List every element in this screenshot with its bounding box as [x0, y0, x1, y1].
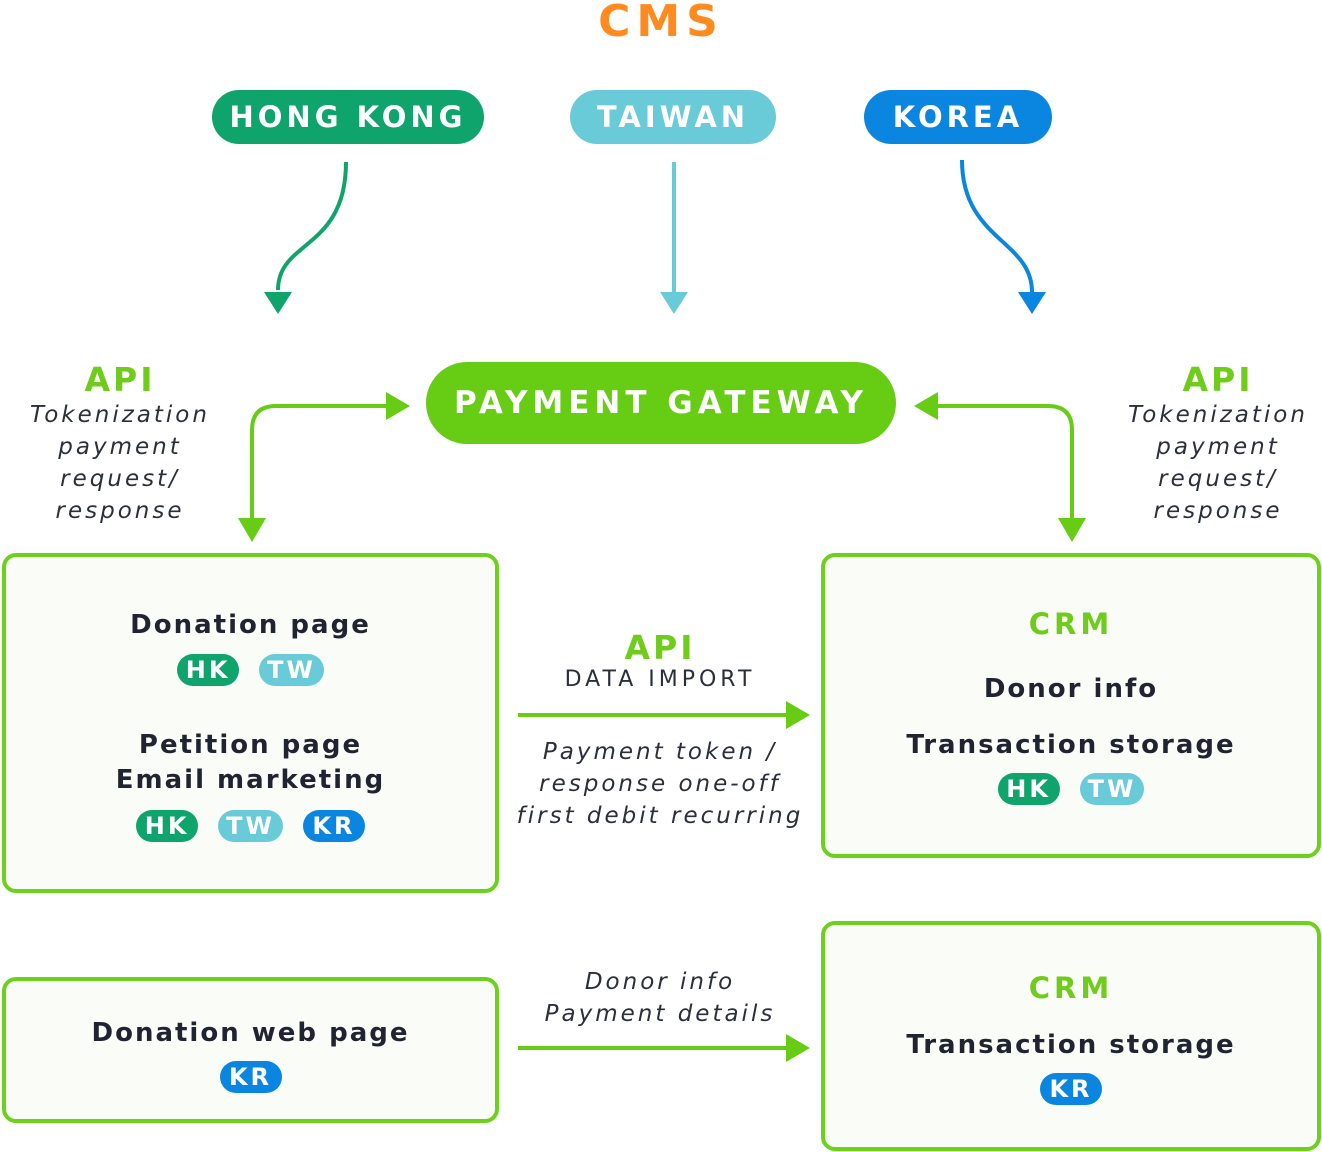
tag-tw: TW	[1079, 773, 1145, 805]
data-import-api-label: API	[624, 628, 696, 667]
donation-page-label: Donation page	[130, 610, 371, 640]
data-import-label-block: API DATA IMPORT	[500, 628, 820, 692]
crm-kr-title: CRM	[1028, 971, 1114, 1005]
tag-kr: KR	[1040, 1073, 1102, 1105]
donor-info-link-line: Payment details	[544, 1001, 776, 1027]
tag-hk: HK	[997, 773, 1060, 805]
arrow-korea	[960, 159, 1046, 314]
api-right-label: API	[1182, 360, 1254, 399]
cms-title: CMS	[598, 0, 724, 47]
crm-kr-tags: KR	[825, 1073, 1317, 1105]
data-import-desc-line: Payment token /	[542, 739, 778, 765]
donation-web-page-box: Donation web page KR	[2, 977, 499, 1123]
arrow-taiwan	[660, 162, 688, 314]
api-left-label: API	[84, 360, 156, 399]
tag-kr: KR	[302, 810, 365, 842]
api-left-desc-line: payment	[58, 434, 182, 460]
region-korea: KOREA	[864, 90, 1052, 144]
api-left-description: Tokenization payment request/ response	[10, 399, 230, 527]
donation-web-page-label: Donation web page	[91, 1018, 410, 1048]
data-import-description: Payment token / response one-off first d…	[490, 736, 830, 832]
email-marketing-label: Email marketing	[115, 765, 386, 795]
arrow-gateway-right	[914, 392, 1086, 542]
channel-pages-box: Donation page HK TW Petition page Email …	[2, 553, 499, 893]
crm-kr-box: CRM Transaction storage KR	[821, 921, 1321, 1151]
api-right-desc-line: request/	[1158, 466, 1278, 492]
transaction-storage-label: Transaction storage	[906, 730, 1236, 760]
arrow-gateway-left	[238, 392, 410, 542]
region-hong-kong: HONG KONG	[212, 90, 484, 144]
tag-hk: HK	[177, 654, 240, 686]
data-import-desc-line: first debit recurring	[516, 803, 804, 829]
donor-info-label: Donor info	[983, 674, 1159, 704]
tag-tw: TW	[218, 810, 283, 842]
donation-page-tags: HK TW	[6, 654, 495, 686]
region-taiwan: TAIWAN	[570, 90, 776, 144]
api-left-block: API Tokenization payment request/ respon…	[10, 360, 230, 527]
tag-tw: TW	[259, 654, 324, 686]
tag-hk: HK	[136, 810, 199, 842]
arrow-hong-kong	[264, 161, 348, 314]
tag-kr: KR	[219, 1061, 282, 1093]
crm-tags: HK TW	[825, 773, 1317, 805]
crm-title: CRM	[1028, 607, 1114, 641]
data-import-desc-line: response one-off	[539, 771, 781, 797]
api-right-desc-line: response	[1153, 498, 1283, 524]
api-left-desc-line: response	[55, 498, 185, 524]
api-left-desc-line: request/	[60, 466, 180, 492]
donation-web-page-tags: KR	[6, 1061, 495, 1093]
donor-info-link-line: Donor info	[584, 969, 736, 995]
api-right-desc-line: payment	[1156, 434, 1280, 460]
api-left-desc-line: Tokenization	[30, 402, 210, 428]
api-right-block: API Tokenization payment request/ respon…	[1108, 360, 1322, 527]
crm-box: CRM Donor info Transaction storage HK TW	[821, 553, 1321, 858]
arrow-data-import	[518, 701, 810, 729]
transaction-storage-kr-label: Transaction storage	[906, 1030, 1236, 1060]
petition-page-label: Petition page	[138, 730, 363, 760]
data-import-sublabel: DATA IMPORT	[564, 667, 756, 692]
arrow-donor-info	[518, 1034, 810, 1062]
api-right-description: Tokenization payment request/ response	[1108, 399, 1322, 527]
api-right-desc-line: Tokenization	[1128, 402, 1308, 428]
payment-gateway: PAYMENT GATEWAY	[426, 362, 896, 444]
donor-info-link-description: Donor info Payment details	[500, 966, 820, 1030]
petition-page-tags: HK TW KR	[6, 810, 495, 842]
